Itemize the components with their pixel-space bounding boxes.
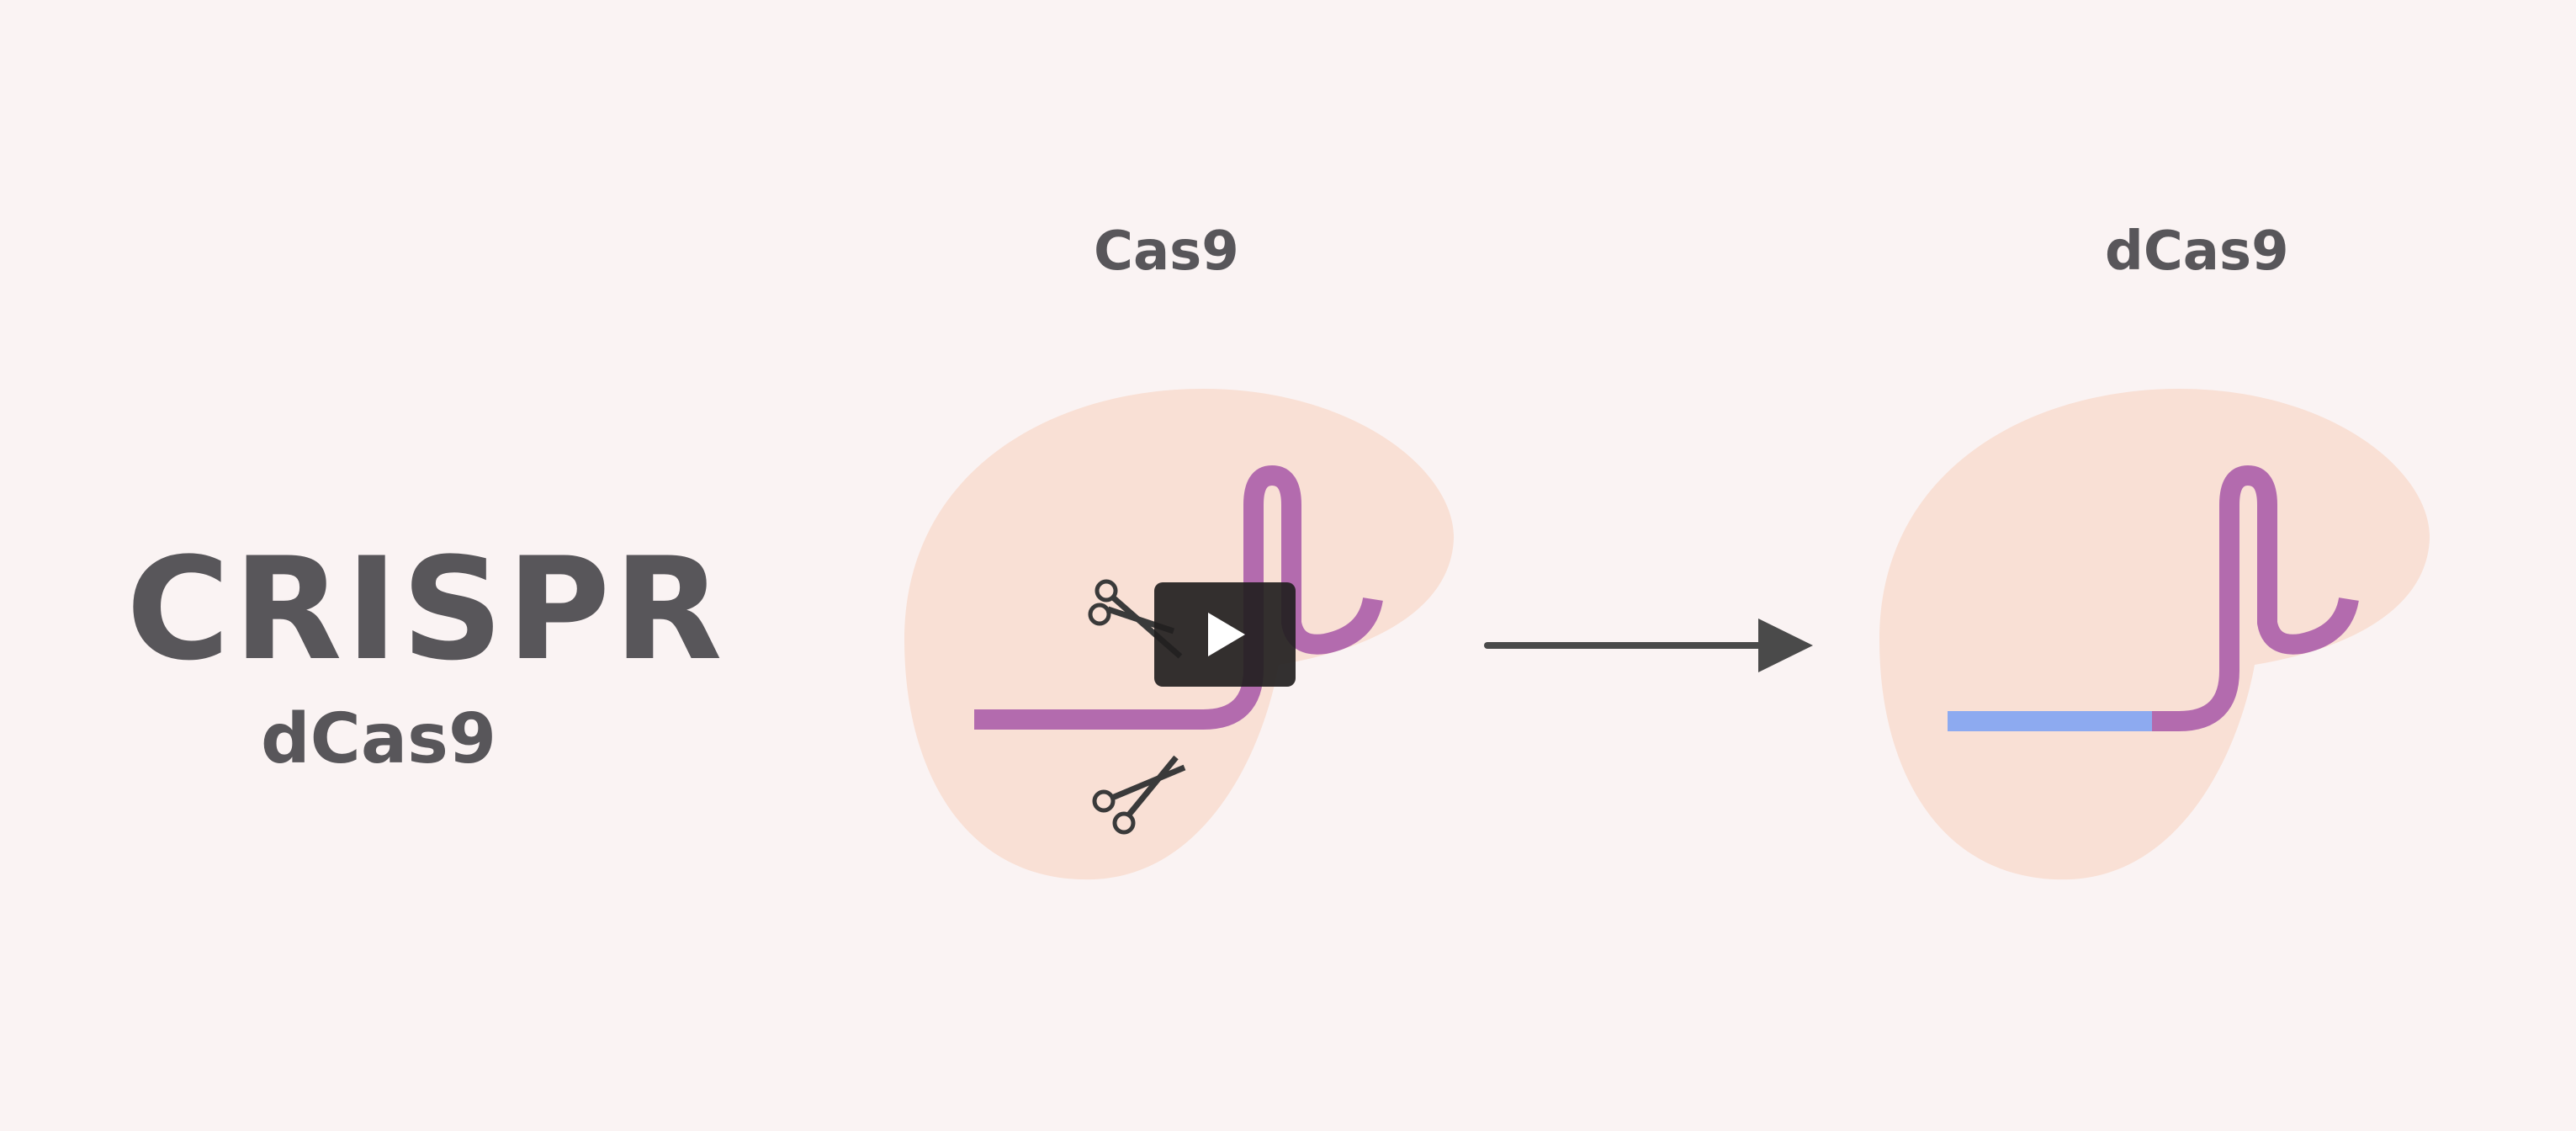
panel-label-cas9: Cas9 (1094, 220, 1239, 283)
video-title-block: CRISPR dCas9 (126, 527, 726, 779)
video-subtitle: dCas9 (260, 699, 497, 779)
play-icon (1208, 613, 1245, 656)
panel-label-dcas9: dCas9 (2105, 220, 2289, 283)
video-title: CRISPR (126, 527, 726, 692)
play-button[interactable] (1154, 582, 1296, 687)
cas9-guide-rna (974, 465, 1383, 730)
scissors-icon (1092, 755, 1186, 835)
dcas9-guide-rna (2152, 465, 2359, 731)
arrow-right-icon (1484, 619, 1813, 672)
dcas9-protein (1879, 389, 2430, 880)
